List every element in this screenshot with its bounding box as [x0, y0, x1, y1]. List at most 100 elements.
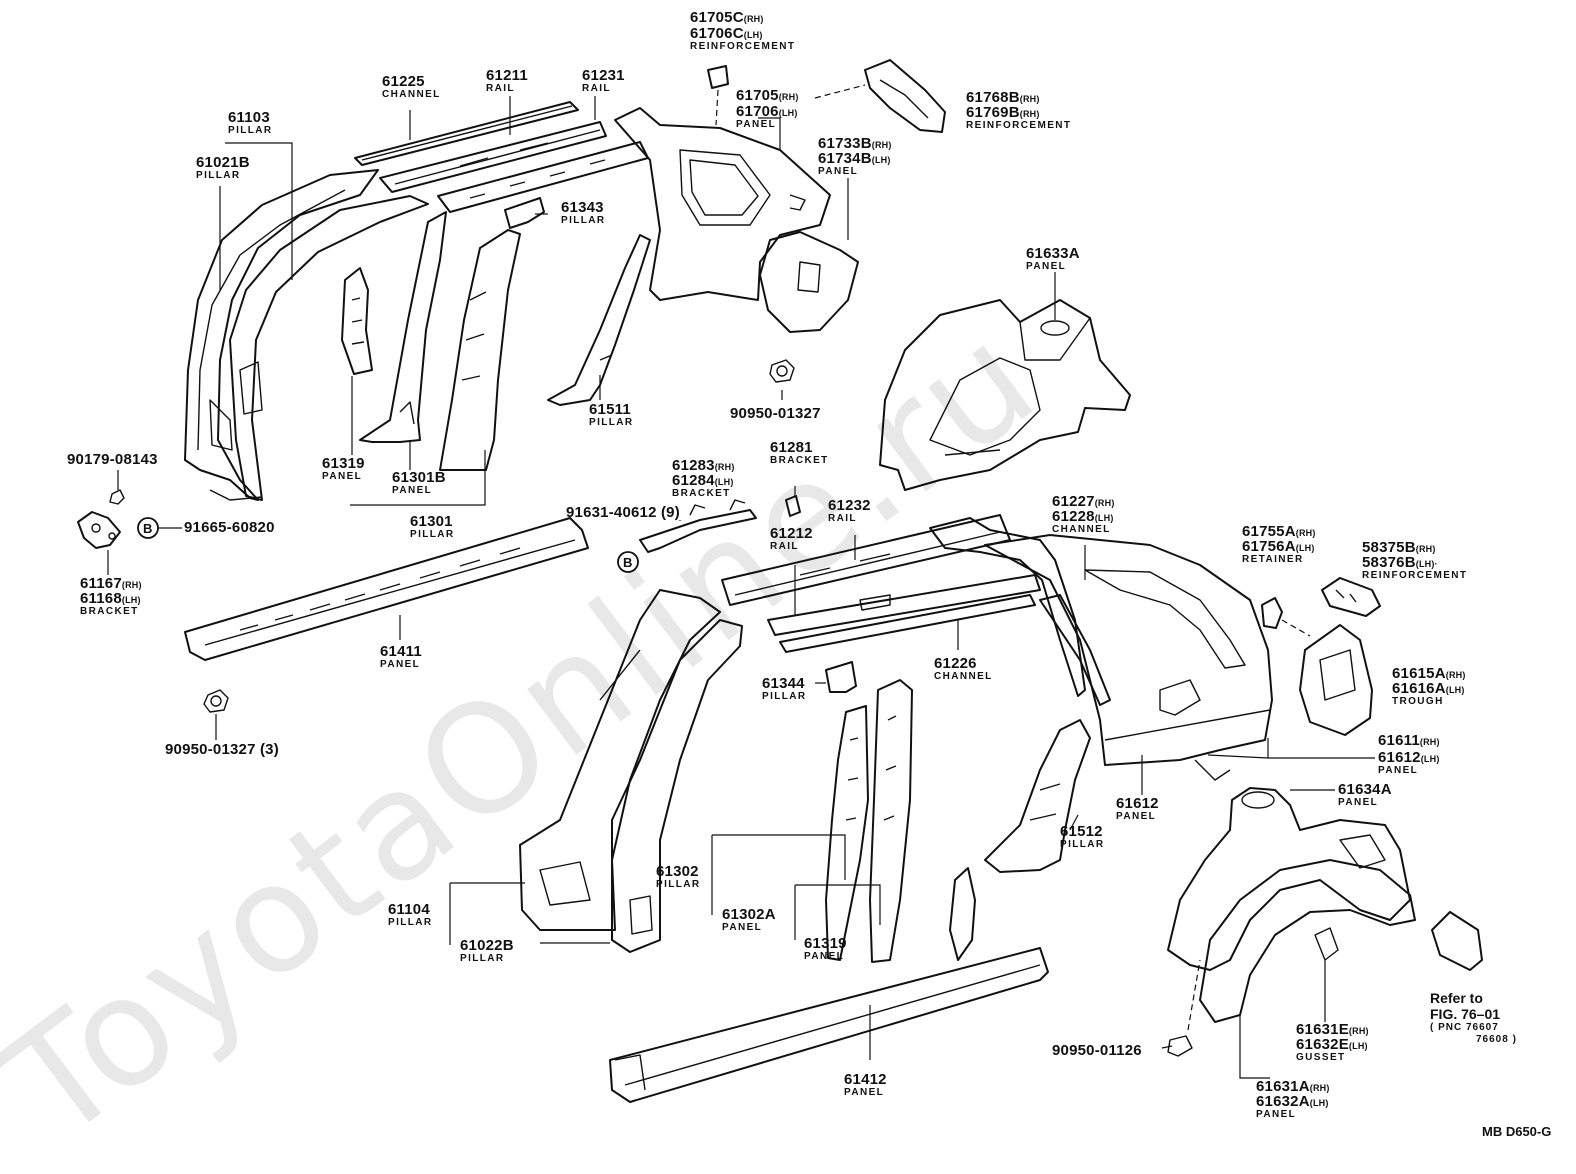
label-61768b: 61768B(RH): [966, 89, 1040, 106]
label-61706: 61706(LH) PANEL: [736, 103, 798, 130]
label-61612-lh: 61612(LH) PANEL: [1378, 749, 1440, 776]
part-61634a-panel: [1167, 787, 1411, 971]
label-58375b: 58375B(RH): [1362, 539, 1436, 556]
parts-drawing: B B: [77, 59, 1483, 1103]
svg-text:B: B: [623, 555, 632, 570]
part-61631a-panel: [1199, 859, 1416, 1023]
svg-text:B: B: [143, 521, 152, 536]
bolt-90179-08143: [109, 470, 125, 505]
label-61228: 61228(LH) CHANNEL: [1052, 508, 1114, 535]
label-61705c: 61705C(RH): [690, 9, 764, 26]
part-61733b-panel: [759, 231, 859, 333]
label-61733b: 61733B(RH): [818, 135, 892, 152]
part-61302a-panel: [869, 679, 913, 963]
label-61706c: 61706C(LH) REINFORCEMENT: [690, 25, 796, 52]
diagram-code: MB D650-G: [1482, 1124, 1552, 1139]
label-61284: 61284(LH) BRACKET: [672, 472, 734, 499]
part-61103-pillar: [209, 195, 429, 501]
label-61227: 61227(RH): [1052, 493, 1115, 510]
part-61022b-pillar: [611, 619, 743, 953]
part-61211-rail: [379, 121, 607, 193]
part-61302-pillar: [825, 705, 869, 961]
refer-note-line4: 76608 ): [1476, 1034, 1517, 1045]
part-61343-pillar: [504, 197, 545, 229]
label-61167: 61167(RH): [80, 575, 142, 592]
leader-lines: [107, 96, 1375, 1079]
part-61633a-panel: [879, 299, 1131, 491]
part-61301b-panel: [359, 211, 447, 443]
part-fig-76-01-ref: [1431, 911, 1483, 971]
label-61705: 61705(RH): [736, 87, 799, 104]
label-58376b: 58376B(LH)· REINFORCEMENT: [1362, 554, 1468, 581]
marker-b-2: [617, 551, 639, 573]
label-61616a: 61616A(LH) TROUGH: [1392, 680, 1465, 707]
nut-90950-01327-3: [203, 689, 229, 713]
part-61705c-reinforcement: [707, 65, 729, 89]
part-61167-bracket: [77, 511, 121, 549]
label-61769b: 61769B(RH) REINFORCEMENT: [966, 104, 1072, 131]
label-91631-40612: 91631-40612 (9): [566, 504, 680, 521]
part-61281-bracket: [785, 495, 801, 517]
nut-90950-01327: [769, 359, 795, 383]
nut-90950-01126: [1167, 1035, 1193, 1057]
part-61615a-trough: [1299, 624, 1373, 736]
part-61226-channel: [779, 594, 1036, 653]
label-90179-08143: 90179-08143: [67, 451, 158, 468]
part-61511-pillar: [547, 234, 651, 406]
part-61301-pillar: [439, 229, 521, 471]
part-61319-panel-lower: [949, 867, 976, 961]
label-61632e: 61632E(LH) GUSSET: [1296, 1036, 1368, 1063]
part-61227-channel: [929, 517, 1111, 706]
parts-diagram: ToyotaOnline.ru: [0, 9, 1552, 1174]
part-61283-bracket: [639, 499, 757, 553]
part-61512-pillar: [984, 719, 1091, 873]
label-61168: 61168(LH) BRACKET: [80, 590, 141, 617]
label-61283: 61283(RH): [672, 457, 735, 474]
part-61212-rail: [767, 574, 1041, 636]
label-90950-01126: 90950-01126: [1052, 1042, 1142, 1059]
label-61755a: 61755A(RH): [1242, 523, 1316, 540]
part-61611-panel: [984, 534, 1273, 781]
part-58375b-reinforcement: [1321, 577, 1381, 617]
part-61344-pillar: [825, 661, 857, 693]
part-61705-panel: [614, 107, 831, 301]
label-91665-60820: 91665-60820: [184, 519, 275, 536]
label-61632a: 61632A(LH) PANEL: [1256, 1093, 1329, 1120]
label-61611: 61611(RH): [1378, 732, 1440, 749]
refer-note-line1: Refer to: [1430, 990, 1483, 1006]
label-61615a: 61615A(RH): [1392, 665, 1466, 682]
part-61225-channel: [354, 101, 579, 166]
refer-note-line3: ( PNC 76607: [1430, 1022, 1499, 1033]
part-61411-panel: [184, 517, 589, 661]
label-61631a: 61631A(RH): [1256, 1078, 1330, 1095]
part-61021b-pillar: [184, 169, 379, 501]
part-61319-panel-upper: [341, 267, 373, 375]
label-90950-01327: 90950-01327: [730, 405, 821, 422]
label-61756a: 61756A(LH) RETAINER: [1242, 538, 1315, 565]
